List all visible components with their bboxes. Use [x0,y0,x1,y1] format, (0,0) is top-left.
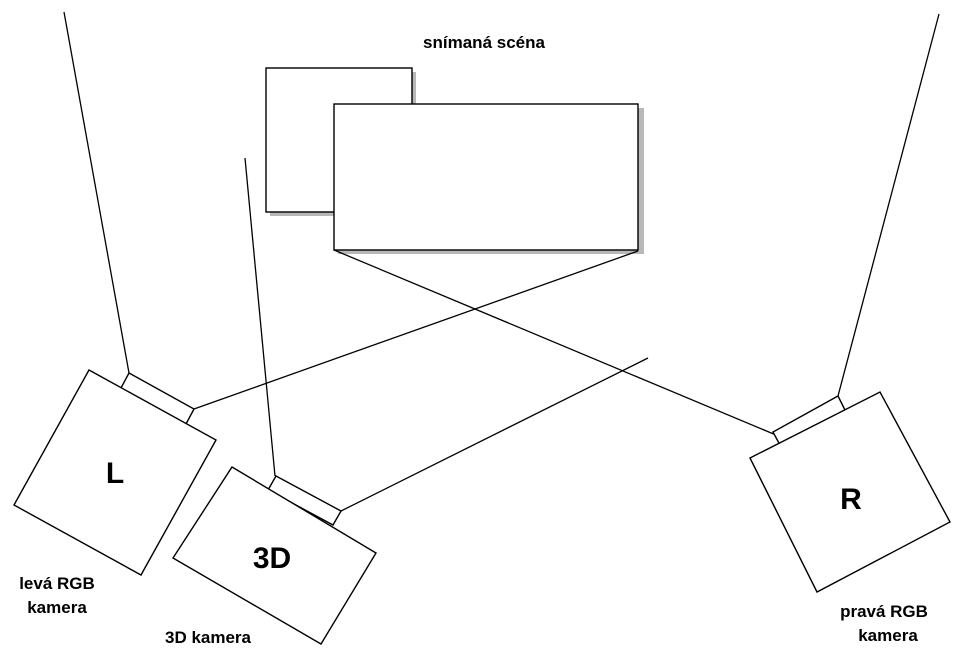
right-camera-caption-line2: kamera [858,626,918,645]
depth-camera-caption: 3D kamera [165,628,252,647]
left-camera-view-ray-scene [193,250,639,410]
right-camera-body [749,391,951,593]
left-camera-caption-line1: levá RGB [19,574,95,593]
depth-camera-view-ray-right [338,357,649,513]
left-camera-letter: L [106,457,124,490]
right-camera-caption-line1: pravá RGB [840,602,928,621]
right-camera-view-ray-scene [333,249,777,436]
right-camera-view-ray-top [837,13,940,397]
scene-label: snímaná scéna [423,33,545,52]
left-rgb-camera: L [13,369,217,576]
left-camera-caption-line2: kamera [27,598,87,617]
left-camera-view-ray-top [63,11,130,374]
depth-camera-lens [267,475,342,526]
depth-camera: 3D [172,466,377,645]
depth-camera-body [172,466,377,645]
right-camera-letter: R [840,483,862,516]
scene-frames [265,67,644,254]
depth-camera-view-ray-top [244,157,276,477]
left-camera-body [13,369,217,576]
depth-camera-letter: 3D [253,542,291,575]
scene-front-frame [333,103,639,251]
view-rays [63,11,940,513]
right-rgb-camera: R [749,391,951,593]
